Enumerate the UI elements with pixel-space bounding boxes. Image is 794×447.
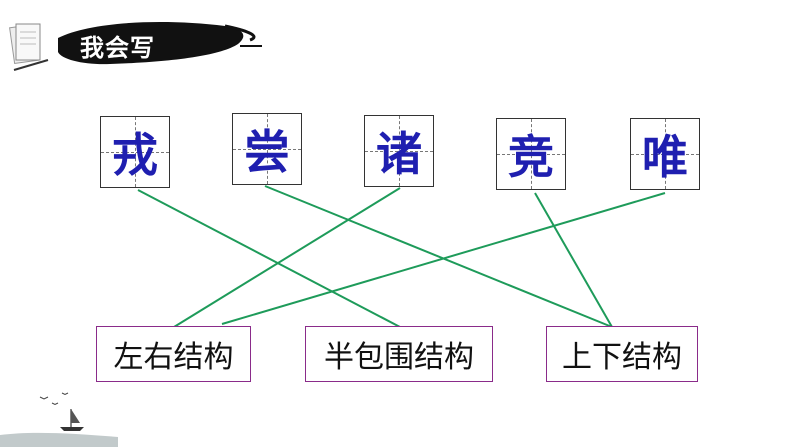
char-box-1: 戎 [100, 116, 170, 188]
boat-ink-icon [0, 387, 120, 447]
line-zhu-to-zuoyou [174, 188, 400, 327]
character: 唯 [631, 119, 699, 189]
char-box-2: 尝 [232, 113, 302, 185]
character: 戎 [101, 117, 169, 187]
character: 尝 [233, 114, 301, 184]
char-box-4: 竞 [496, 118, 566, 190]
char-box-3: 诸 [364, 115, 434, 187]
character: 竞 [497, 119, 565, 189]
category-box-zuoyou: 左右结构 [96, 326, 251, 382]
category-box-shangxia: 上下结构 [546, 326, 698, 382]
category-box-banbaowei: 半包围结构 [305, 326, 493, 382]
line-chang-to-shangxia [265, 186, 612, 327]
character: 诸 [365, 116, 433, 186]
char-box-5: 唯 [630, 118, 700, 190]
line-rong-to-banbaowei [138, 190, 400, 327]
